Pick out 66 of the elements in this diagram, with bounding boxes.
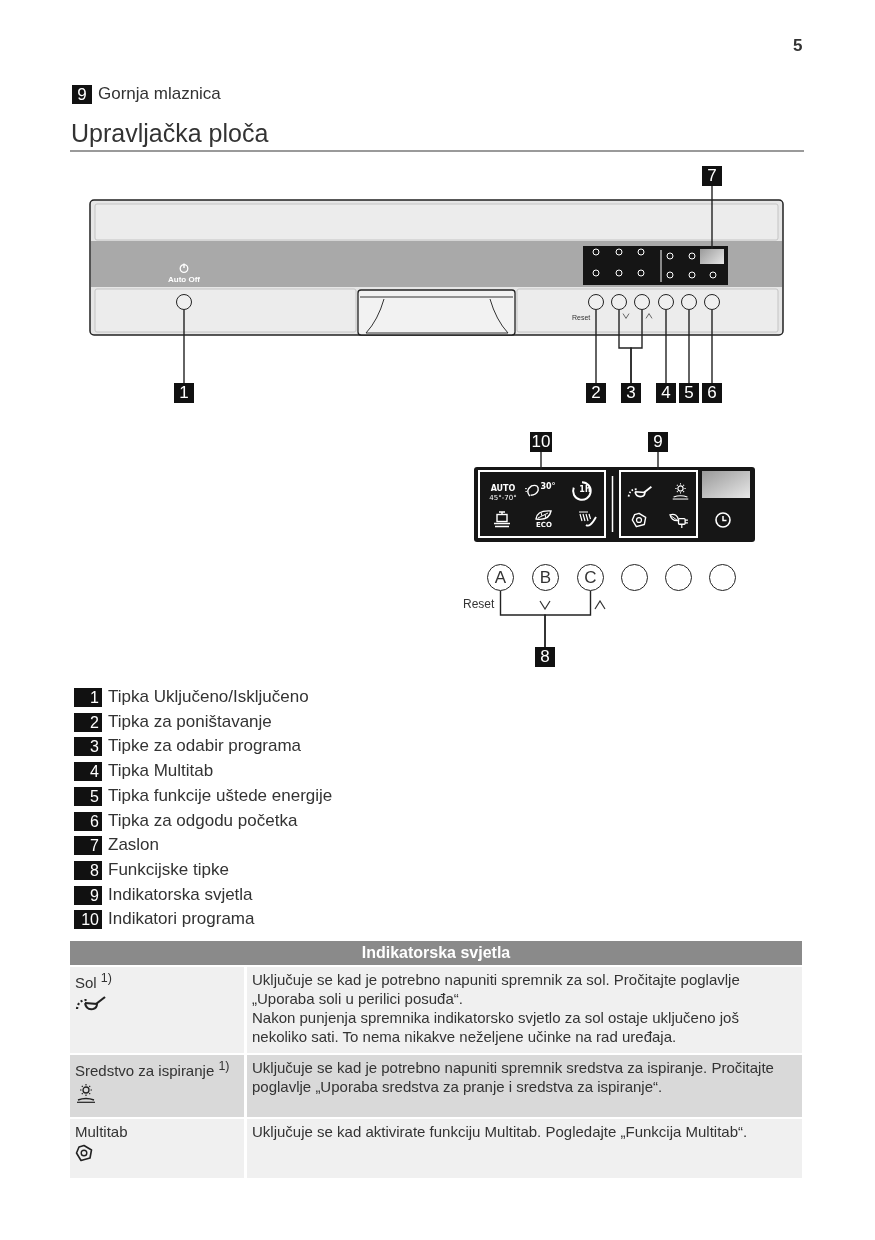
program-indicators-frame bbox=[478, 470, 606, 538]
leader-line bbox=[544, 590, 592, 648]
description-text: Uključuje se kad je potrebno napuniti spremnik sredstva za ispiranje. Pročitajte poglavlje „Uporaba sredstva za pranje i sredstva za ispiranje“. bbox=[252, 1059, 775, 1097]
legend-text: Funkcijske tipke bbox=[108, 859, 229, 880]
function-button bbox=[621, 564, 648, 591]
callout-number: 2 bbox=[74, 712, 102, 732]
callout-number: 4 bbox=[74, 762, 102, 782]
callout-number: 1 bbox=[74, 688, 102, 707]
callout-number: 9 bbox=[648, 432, 668, 452]
callout-number: 3 bbox=[74, 737, 102, 757]
indicator-lights-frame bbox=[619, 470, 698, 538]
legend-text: Tipke za odabir programa bbox=[108, 736, 302, 756]
legend-text: Tipka za odgodu početka bbox=[108, 810, 298, 831]
legend-text: Tipka za poništavanje bbox=[108, 711, 272, 732]
list-item-text: Gornja mlaznica bbox=[98, 84, 221, 104]
function-button: A bbox=[487, 564, 514, 591]
leader-line bbox=[657, 451, 659, 471]
legend-text: Indikatori programa bbox=[108, 909, 255, 929]
legend-text: Tipka funkcije uštede energije bbox=[108, 785, 333, 806]
button-caption: Auto Off bbox=[167, 275, 201, 285]
callout-number: 2 bbox=[586, 383, 606, 403]
button-caption: Reset bbox=[463, 598, 495, 612]
leader-line bbox=[183, 309, 185, 384]
description-text: Uključuje se kad je potrebno napuniti spremnik za sol. Pročitajte poglavlje „Uporaba soli u perilici posuđa“. bbox=[252, 971, 741, 1009]
legend-text: Indikatorska svjetla bbox=[108, 884, 253, 905]
callout-number: 8 bbox=[535, 647, 555, 667]
function-button bbox=[665, 564, 692, 591]
program-symbol-text: AUTO bbox=[489, 485, 517, 493]
leader-line bbox=[688, 309, 690, 384]
callout-number: 10 bbox=[530, 432, 552, 452]
function-button bbox=[709, 564, 736, 591]
callout-number: 5 bbox=[679, 383, 699, 403]
legend-text: Zaslon bbox=[108, 835, 160, 855]
leader-line bbox=[665, 309, 667, 384]
leader-line bbox=[630, 309, 643, 384]
description-text: Uključuje se kad aktivirate funkciju Multitab. Pogledajte „Funkcija Multitab“. bbox=[252, 1123, 749, 1142]
callout-number: 4 bbox=[656, 383, 676, 403]
leader-line bbox=[711, 309, 713, 384]
callout-number: 10 bbox=[74, 910, 102, 930]
legend-text: Tipka Multitab bbox=[108, 761, 214, 781]
callout-number: 3 bbox=[621, 383, 641, 403]
page-number: 5 bbox=[793, 36, 803, 56]
leader-line bbox=[540, 451, 542, 471]
callout-number: 8 bbox=[74, 860, 102, 880]
leader-line bbox=[711, 185, 713, 250]
callout-number: 7 bbox=[74, 836, 102, 856]
callout-number: 1 bbox=[174, 383, 194, 403]
description-text: Nakon punjenja spremnika indikatorsko svjetlo za sol ostaje uključeno još nekoliko sati. To nema nikakve neželjene učinke na rad uređaja. bbox=[252, 1008, 740, 1047]
temperature-text: 30° bbox=[540, 483, 556, 491]
function-button: C bbox=[577, 564, 604, 591]
callout-number: 6 bbox=[702, 383, 722, 403]
callout-number: 6 bbox=[74, 811, 102, 831]
leader-line bbox=[595, 309, 597, 384]
table-header: Indikatorska svjetla bbox=[70, 941, 802, 965]
function-button: B bbox=[532, 564, 559, 591]
row-label: Sredstvo za ispiranje $^{1)}$ bbox=[75, 1059, 230, 1081]
row-label: Multitab bbox=[75, 1123, 128, 1142]
row-label: Sol $^{1)}$ bbox=[75, 971, 112, 993]
section-title: Upravljačka ploča bbox=[71, 119, 269, 148]
callout-number: 5 bbox=[74, 786, 102, 806]
callout-number: 9 bbox=[72, 85, 92, 104]
duration-text: 1h bbox=[578, 486, 592, 494]
legend-text: Tipka Uključeno/Isključeno bbox=[108, 687, 309, 707]
callout-number: 7 bbox=[702, 166, 722, 186]
callout-number: 9 bbox=[74, 885, 102, 905]
display-screen bbox=[700, 249, 724, 264]
